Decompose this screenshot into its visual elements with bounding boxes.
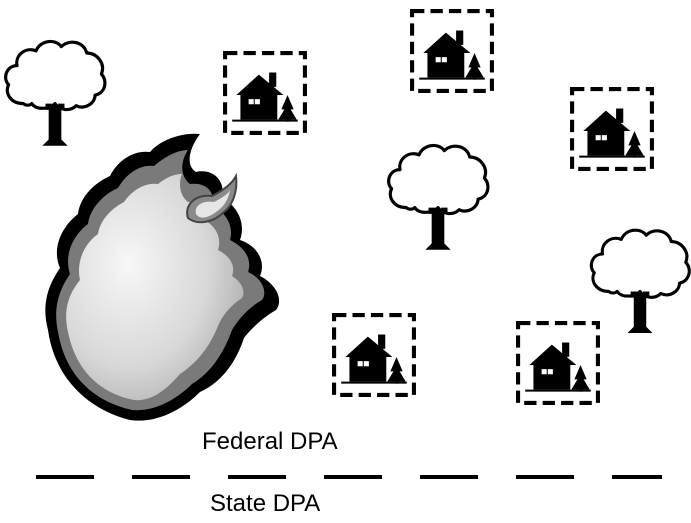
house-icon	[572, 89, 652, 169]
house-icon	[412, 11, 492, 91]
state-dpa-label: State DPA	[210, 490, 321, 517]
house-icon	[334, 315, 414, 395]
tree-icon	[6, 41, 105, 145]
tree-icon	[591, 230, 689, 333]
house-icon	[225, 53, 305, 133]
flame-icon	[45, 133, 280, 421]
federal-dpa-label: Federal DPA	[202, 428, 338, 455]
house-icon	[518, 323, 598, 403]
tree-icon	[389, 145, 488, 249]
